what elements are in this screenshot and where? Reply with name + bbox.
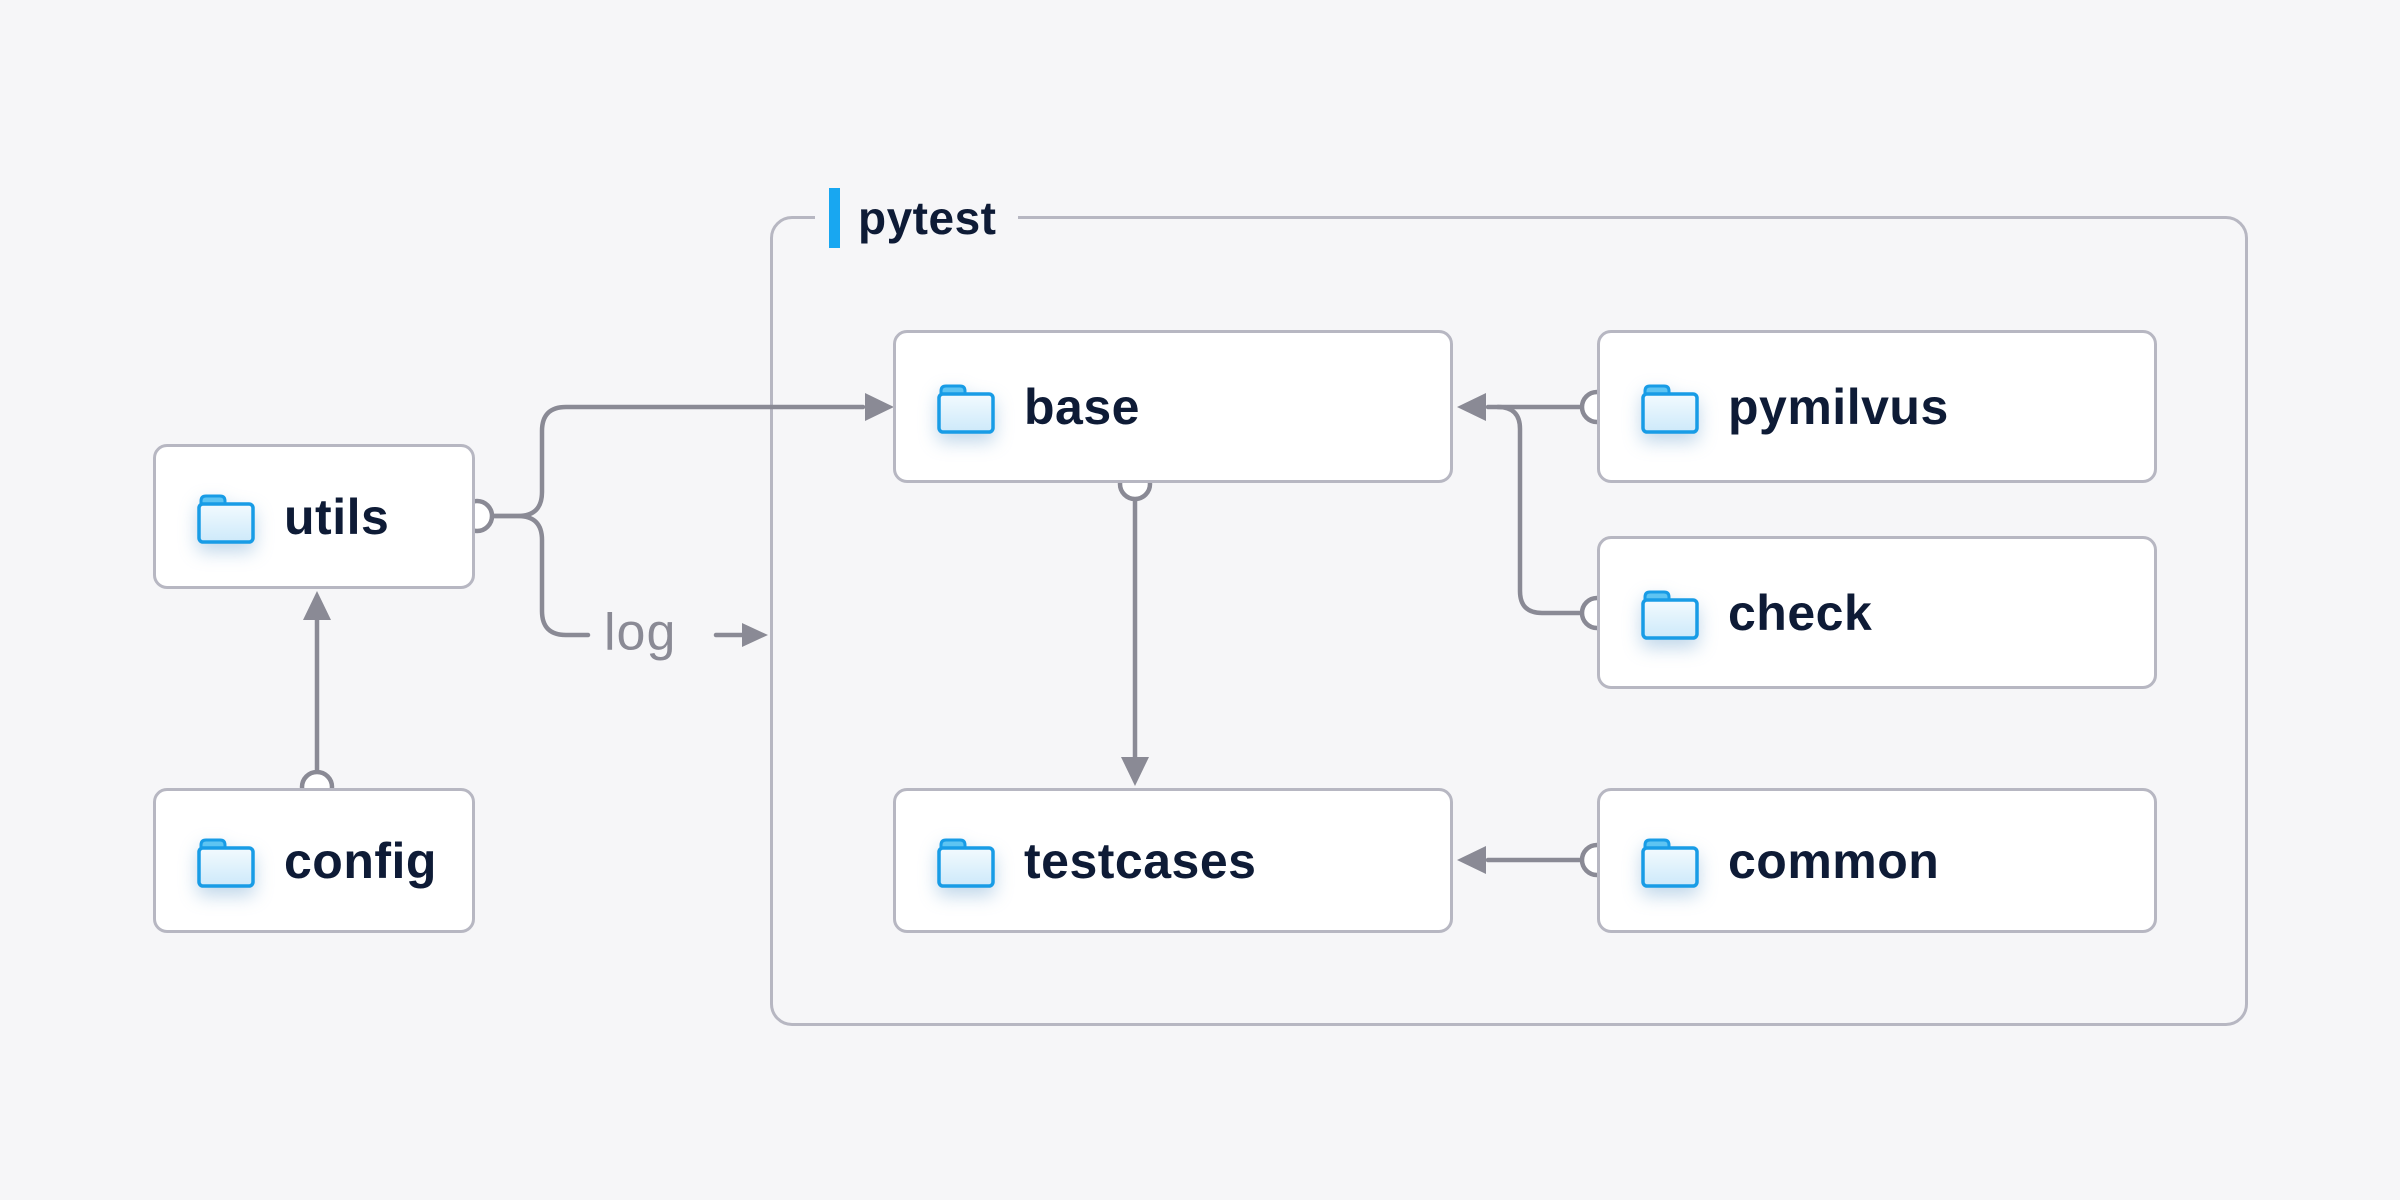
folder-icon	[1641, 590, 1699, 640]
pytest-group-label: pytest	[815, 186, 1019, 250]
node-label: testcases	[1024, 832, 1257, 889]
folder-icon	[937, 838, 995, 888]
node-label: base	[1024, 378, 1140, 435]
node-base: base	[893, 330, 1453, 483]
node-label: pymilvus	[1728, 378, 1949, 435]
edge-label-log: log	[604, 603, 677, 662]
folder-icon	[197, 838, 255, 888]
node-testcases: testcases	[893, 788, 1453, 933]
arrowhead	[303, 591, 331, 620]
folder-icon	[937, 384, 995, 434]
node-label: utils	[284, 488, 390, 545]
folder-icon	[197, 494, 255, 544]
node-label: check	[1728, 584, 1873, 641]
node-label: common	[1728, 832, 1940, 889]
node-label: config	[284, 832, 437, 889]
pytest-group-container: pytest	[770, 186, 2248, 1026]
folder-icon	[1641, 838, 1699, 888]
node-utils: utils	[153, 444, 475, 589]
group-title: pytest	[858, 192, 997, 244]
accent-bar	[829, 188, 840, 248]
node-pymilvus: pymilvus	[1597, 330, 2157, 483]
node-config: config	[153, 788, 475, 933]
edge-config-utils	[303, 591, 331, 774]
node-check: check	[1597, 536, 2157, 689]
arrowhead	[742, 623, 768, 647]
folder-icon	[1641, 384, 1699, 434]
node-common: common	[1597, 788, 2157, 933]
